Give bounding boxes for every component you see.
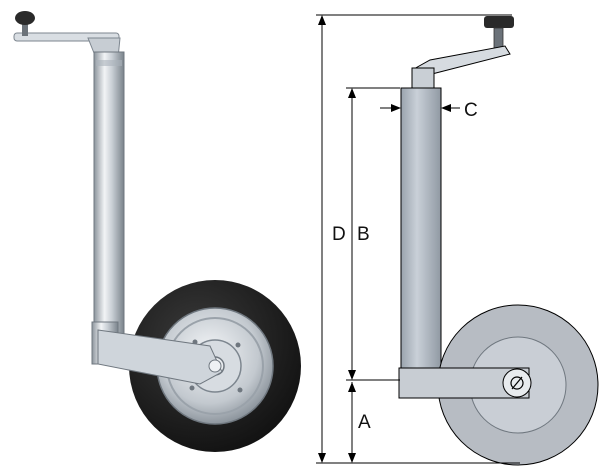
dimension-arrowheads (318, 15, 451, 463)
product-photo (13, 11, 301, 452)
drawing-main-tube (400, 87, 442, 377)
photo-main-tube (93, 51, 125, 335)
dimension-lines (316, 14, 520, 464)
photo-fork-arm (97, 329, 223, 385)
axle-symbol (510, 376, 524, 390)
dimension-label-b: B (357, 224, 370, 245)
drawing-crank-handle (411, 16, 514, 89)
dimension-label-a: A (358, 412, 371, 433)
dimension-label-d: D (332, 224, 346, 245)
crank-knob (15, 11, 35, 25)
dimension-drawing: D B C A (316, 14, 599, 466)
drawing-crank-knob (484, 16, 514, 28)
crank-handle (13, 11, 121, 59)
dimension-label-c: C (464, 100, 478, 121)
